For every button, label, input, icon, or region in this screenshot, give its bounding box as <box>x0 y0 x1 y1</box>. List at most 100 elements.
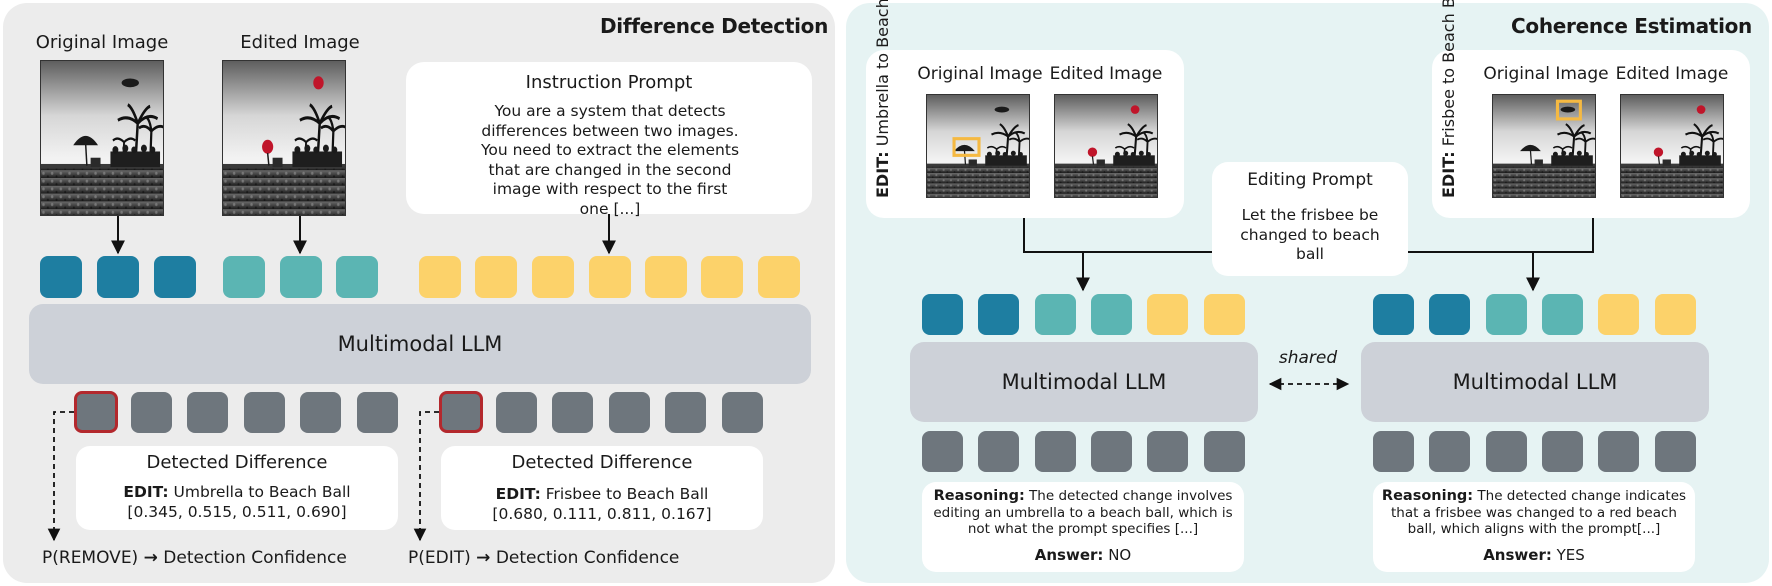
answer-line-1: Answer: NO <box>1034 546 1132 564</box>
token-edited-r1 <box>1035 294 1076 335</box>
multimodal-llm-right-1: Multimodal LLM <box>910 342 1258 422</box>
output-token <box>722 392 763 433</box>
output-token <box>244 392 285 433</box>
output-token <box>1429 431 1470 472</box>
output-token <box>609 392 650 433</box>
token-original-r1 <box>922 294 963 335</box>
output-token-selected-2 <box>439 391 483 433</box>
output-token <box>1204 431 1245 472</box>
detected-difference-card-1 <box>76 446 398 530</box>
pair1-edited-label: Edited Image <box>1049 64 1163 84</box>
token-prompt-3 <box>532 256 574 298</box>
confidence-line-2: P(EDIT) → Detection Confidence <box>408 548 768 568</box>
edited-image <box>222 60 346 216</box>
token-prompt-4 <box>589 256 631 298</box>
pair1-original-label: Original Image <box>917 64 1043 84</box>
token-prompt-7 <box>758 256 800 298</box>
reasoning-text-1: Reasoning: The detected change involves … <box>933 488 1233 537</box>
token-edited-r2 <box>1542 294 1583 335</box>
token-original-1 <box>40 256 82 298</box>
token-original-r1 <box>978 294 1019 335</box>
token-edited-2 <box>280 256 322 298</box>
output-token <box>300 392 341 433</box>
editing-prompt-text: Let the frisbee be changed to beach ball <box>1240 206 1380 263</box>
output-token <box>1598 431 1639 472</box>
output-token <box>922 431 963 472</box>
token-edited-3 <box>336 256 378 298</box>
output-token <box>496 392 537 433</box>
output-token <box>1035 431 1076 472</box>
answer-line-2: Answer: YES <box>1483 546 1585 564</box>
confidence-line-1: P(REMOVE) → Detection Confidence <box>42 548 402 568</box>
probability-label: P(REMOVE) <box>42 548 139 568</box>
output-token <box>1373 431 1414 472</box>
multimodal-llm-left: Multimodal LLM <box>29 304 811 384</box>
difference-detection-title: Difference Detection <box>600 14 829 38</box>
output-token <box>1655 431 1696 472</box>
token-original-r2 <box>1429 294 1470 335</box>
edit-value: Frisbee to Beach Ball <box>540 485 709 503</box>
pair1-edited-image <box>1054 94 1158 198</box>
detected-difference-edit-1: EDIT: Umbrella to Beach Ball <box>76 483 398 501</box>
output-token <box>187 392 228 433</box>
detected-difference-edit-2: EDIT: Frisbee to Beach Ball <box>441 485 763 503</box>
detected-difference-card-2 <box>441 446 763 530</box>
arrow-glyph: → <box>143 548 158 568</box>
token-prompt-6 <box>701 256 743 298</box>
output-token <box>131 392 172 433</box>
detected-difference-coords-2: [0.680, 0.111, 0.811, 0.167] <box>492 505 712 523</box>
token-prompt-r2 <box>1655 294 1696 335</box>
instruction-prompt-title: Instruction Prompt <box>525 72 693 93</box>
pair2-original-image <box>1492 94 1596 198</box>
edit-key: EDIT: <box>495 485 541 503</box>
editing-prompt-title: Editing Prompt <box>1247 170 1373 190</box>
original-image <box>40 60 164 216</box>
output-token <box>552 392 593 433</box>
left-input-arrows <box>111 214 616 255</box>
token-prompt-r1 <box>1204 294 1245 335</box>
edit-value: Umbrella to Beach Ball <box>168 483 351 501</box>
token-original-r2 <box>1373 294 1414 335</box>
shared-label: shared <box>1278 348 1338 368</box>
probability-label: P(EDIT) <box>408 548 471 568</box>
instruction-prompt-text: You are a system that detects difference… <box>480 102 740 218</box>
confidence-label: Detection Confidence <box>495 548 680 568</box>
output-token <box>1486 431 1527 472</box>
output-token <box>665 392 706 433</box>
token-prompt-1 <box>419 256 461 298</box>
output-token-selected-1 <box>74 391 118 433</box>
detected-difference-title-2: Detected Difference <box>511 452 693 473</box>
output-token <box>1091 431 1132 472</box>
token-original-3 <box>154 256 196 298</box>
reasoning-text-2: Reasoning: The detected change indicates… <box>1381 488 1687 537</box>
editing-prompt-card <box>1212 162 1408 276</box>
pair2-edited-image <box>1620 94 1724 198</box>
token-edited-1 <box>223 256 265 298</box>
output-token <box>1147 431 1188 472</box>
reasoning-card-2 <box>1373 482 1695 572</box>
token-prompt-5 <box>645 256 687 298</box>
output-token <box>978 431 1019 472</box>
confidence-label: Detection Confidence <box>163 548 347 568</box>
coherence-estimation-title: Coherence Estimation <box>1511 14 1752 38</box>
reasoning-card-1 <box>922 482 1244 572</box>
edited-image-label: Edited Image <box>240 32 360 53</box>
confidence-dashed-arrows <box>47 411 439 542</box>
pair1-original-image <box>926 94 1030 198</box>
output-token <box>357 392 398 433</box>
token-prompt-r1 <box>1147 294 1188 335</box>
instruction-prompt-card <box>406 62 812 214</box>
detected-difference-title-1: Detected Difference <box>146 452 328 473</box>
token-original-2 <box>97 256 139 298</box>
multimodal-llm-right-2: Multimodal LLM <box>1361 342 1709 422</box>
token-prompt-2 <box>475 256 517 298</box>
pair2-edited-label: Edited Image <box>1615 64 1729 84</box>
output-token <box>1542 431 1583 472</box>
token-edited-r1 <box>1091 294 1132 335</box>
pair2-original-label: Original Image <box>1483 64 1609 84</box>
detected-difference-coords-1: [0.345, 0.515, 0.511, 0.690] <box>127 503 347 521</box>
original-image-label: Original Image <box>35 32 169 53</box>
token-edited-r2 <box>1486 294 1527 335</box>
arrow-glyph: → <box>476 548 491 568</box>
